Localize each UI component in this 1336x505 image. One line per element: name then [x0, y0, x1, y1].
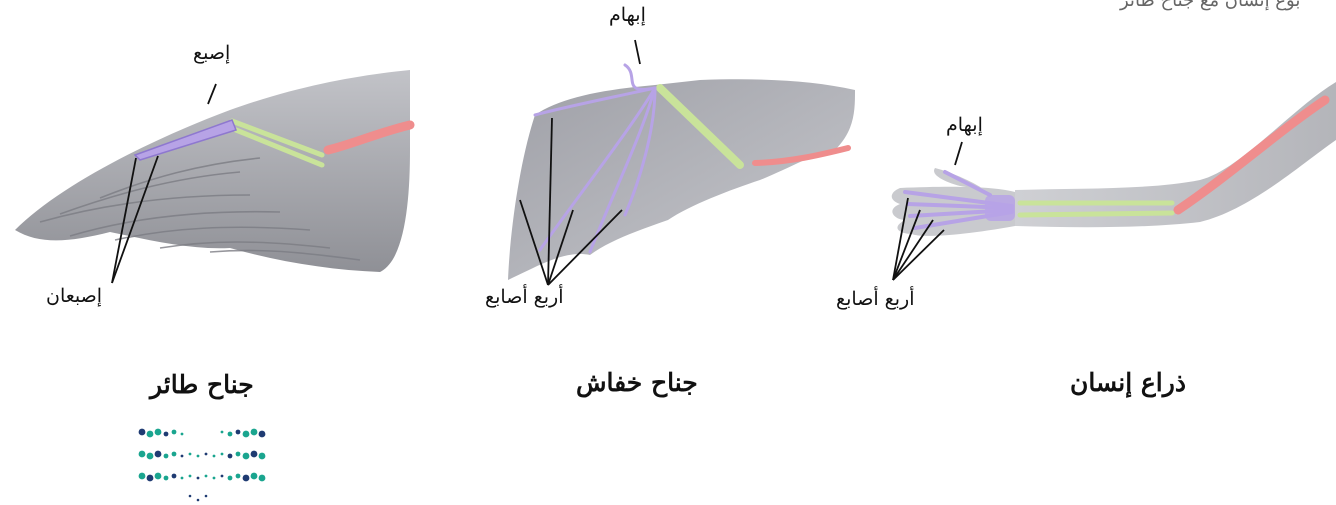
logo-dot: [181, 477, 184, 480]
logo-dot: [259, 475, 266, 482]
logo-dot: [197, 477, 200, 480]
logo-dot: [221, 475, 224, 478]
logo-dot: [243, 475, 250, 482]
logo-dot: [139, 451, 146, 458]
logo-dot: [236, 430, 241, 435]
logo-dot: [213, 455, 216, 458]
bat-label-thumb: إبهام: [609, 6, 646, 25]
logo-dot: [181, 433, 184, 436]
logo-dot: [181, 455, 184, 458]
logo-dot: [139, 429, 146, 436]
logo-dot: [228, 476, 233, 481]
human-label-four-fingers: أربع أصابع: [836, 290, 915, 309]
logo-dot: [164, 432, 169, 437]
logo-dot: [213, 477, 216, 480]
logo-dot: [243, 453, 250, 460]
logo-dot: [189, 495, 192, 498]
logo-dot: [259, 431, 266, 438]
logo-dot: [228, 454, 233, 459]
logo-dot: [172, 474, 177, 479]
logo-dot: [197, 455, 200, 458]
logo-dot: [164, 454, 169, 459]
bat-label-four-fingers: أربع أصابع: [485, 288, 564, 307]
human-arm: [892, 82, 1336, 280]
logo-dot: [189, 475, 192, 478]
logo-dot: [251, 429, 258, 436]
logo-dot: [164, 476, 169, 481]
bird-wing-caption: جناح طائر: [150, 372, 254, 397]
human-label-thumb: إبهام: [946, 116, 983, 135]
logo-dot: [205, 475, 208, 478]
bird-wing: [15, 70, 410, 283]
logo-dot: [172, 430, 177, 435]
logo-dot: [205, 453, 208, 456]
logo-dot: [147, 431, 154, 438]
logo-dot: [251, 473, 258, 480]
human-arm-caption: ذراع إنسان: [1070, 370, 1186, 395]
logo-dot: [228, 432, 233, 437]
logo-dot: [236, 474, 241, 479]
logo-dot: [205, 495, 208, 498]
top-note: بوع إنسان مع جناح طائر: [1120, 0, 1300, 11]
logo-dot: [147, 453, 154, 460]
logo-dot: [259, 453, 266, 460]
bat-wing: [508, 40, 855, 285]
bird-label-two-digits: إصبعان: [46, 287, 102, 306]
logo-dot: [221, 453, 224, 456]
logo-dot: [243, 431, 250, 438]
logo-dot: [221, 431, 224, 434]
bird-wing-membrane: [15, 70, 410, 272]
logo-dot: [172, 452, 177, 457]
logo-dot: [155, 473, 162, 480]
human-wrist-bones: [985, 195, 1015, 221]
bat-wing-caption: جناح خفاش: [576, 370, 698, 395]
logo-dot: [197, 499, 200, 502]
logo-dot: [155, 429, 162, 436]
logo-dot: [147, 475, 154, 482]
logo-dot: [155, 451, 162, 458]
logo-dot: [251, 451, 258, 458]
bird-label-digit: إصبع: [193, 44, 230, 63]
logo-dot: [139, 473, 146, 480]
logo-dot: [189, 453, 192, 456]
logo-dot: [236, 452, 241, 457]
ministry-logo: [139, 429, 266, 502]
